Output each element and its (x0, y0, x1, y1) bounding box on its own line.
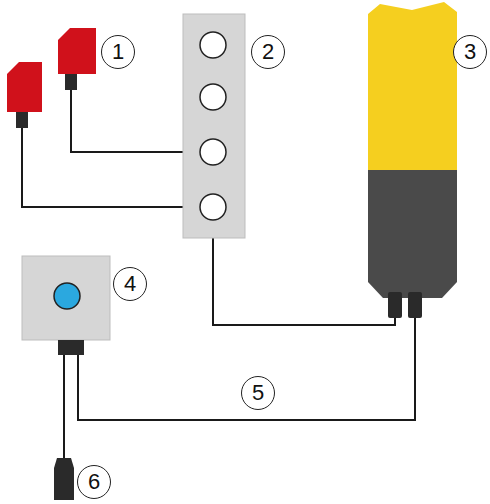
sensor (58, 28, 96, 90)
sensor-cable (71, 90, 198, 152)
button-box (22, 256, 110, 355)
callout-number: 6 (77, 465, 111, 499)
cable (78, 318, 415, 420)
connector (54, 458, 74, 500)
controller (368, 2, 457, 318)
callout-number: 3 (453, 35, 487, 69)
wires (22, 90, 415, 458)
callout-number: 2 (251, 35, 285, 69)
cable (63, 355, 65, 458)
callout-number: 4 (113, 267, 147, 301)
sensor-cable (22, 128, 198, 207)
callout-number: 5 (241, 376, 275, 410)
sensor (7, 62, 42, 128)
distribution-box (183, 14, 245, 238)
trunk-cable (213, 238, 395, 325)
callout-number: 1 (101, 35, 135, 69)
